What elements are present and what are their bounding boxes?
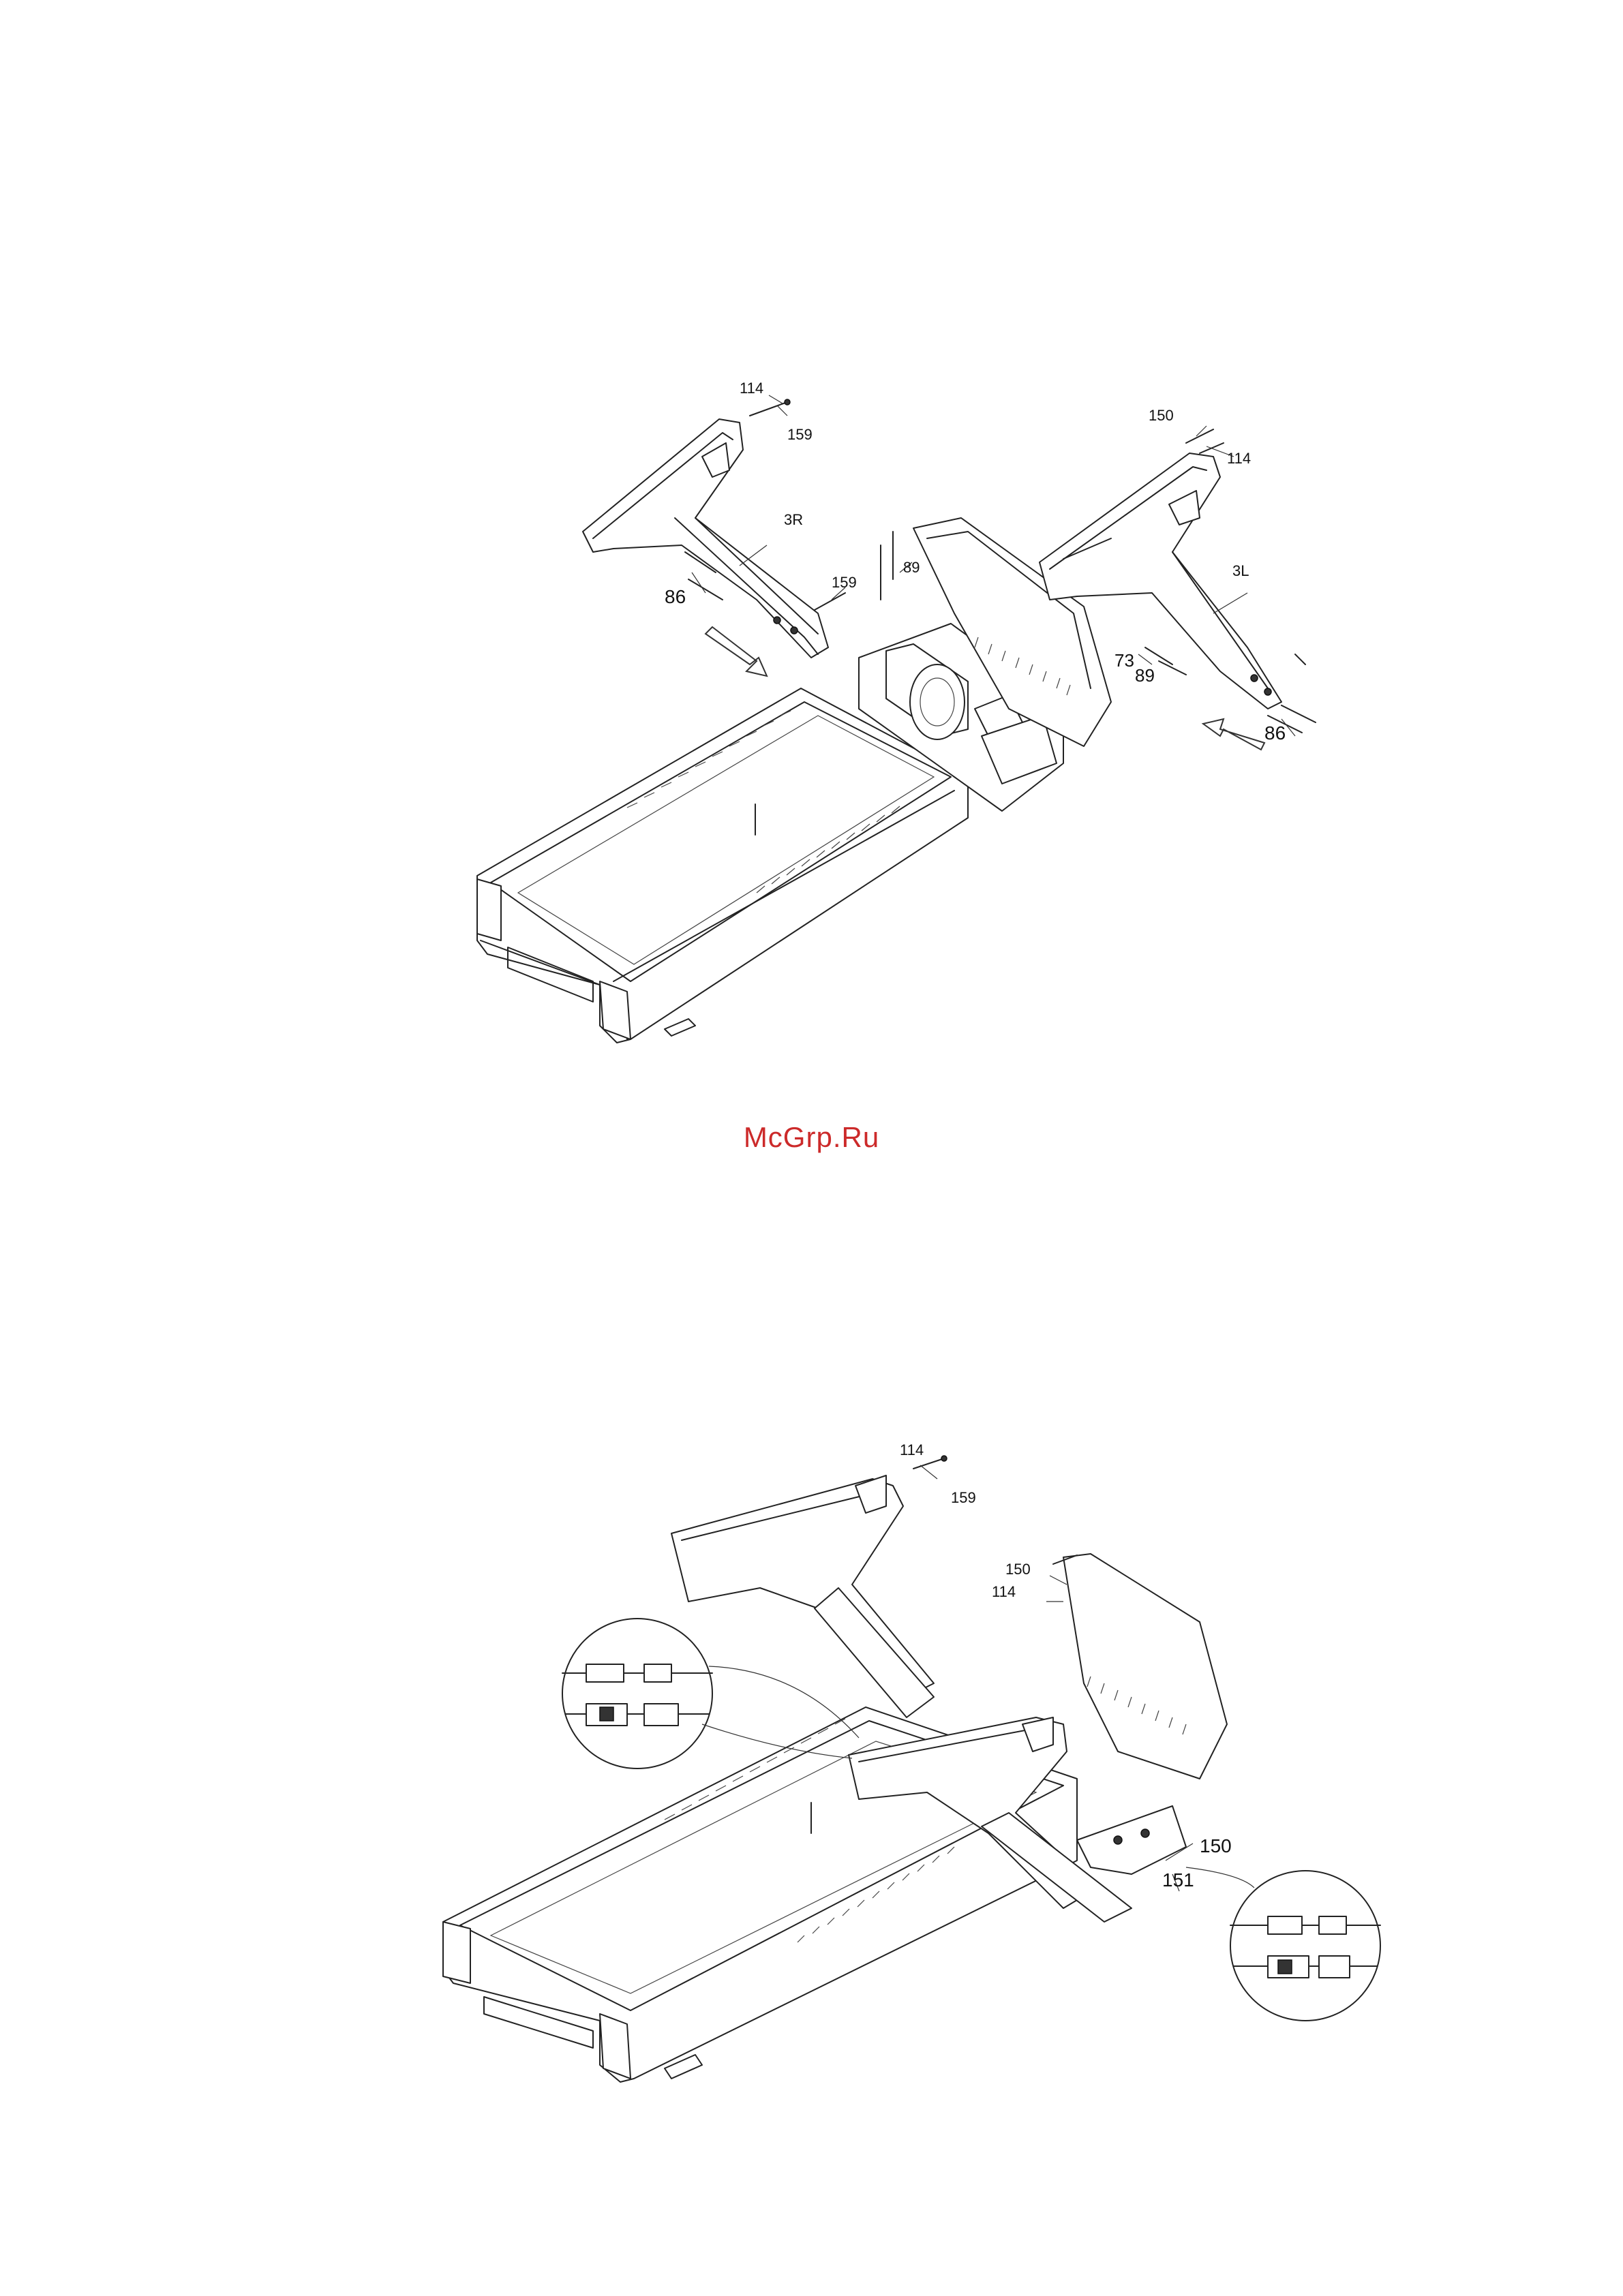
label-151: 151 xyxy=(1162,1869,1194,1891)
label-114-top: 114 xyxy=(900,1441,924,1458)
upright-installation-figure: 114 159 3R 86 159 89 150 114 3L 73 89 86 xyxy=(0,0,1623,1090)
connector-detail-lower xyxy=(1186,1867,1380,2021)
upright-installation-drawing: 114 159 3R 86 159 89 150 114 3L 73 89 86 xyxy=(0,0,1623,1090)
label-159-mid: 159 xyxy=(832,574,857,591)
label-73: 73 xyxy=(1114,650,1134,671)
label-3L: 3L xyxy=(1232,562,1249,579)
treadmill-base xyxy=(477,688,968,1043)
label-114-mid: 114 xyxy=(992,1583,1016,1600)
label-114-right: 114 xyxy=(740,380,763,397)
label-159-top: 159 xyxy=(951,1489,976,1506)
watermark-text: McGrp.Ru xyxy=(0,1121,1623,1154)
label-159-right: 159 xyxy=(787,426,813,443)
label-86-left: 86 xyxy=(1264,722,1286,744)
arrow-left-insert xyxy=(1203,719,1264,750)
label-114-left: 114 xyxy=(1227,450,1251,467)
cable-connection-drawing: 114 159 150 114 150 151 xyxy=(0,1397,1623,2147)
cable-connection-figure: 114 159 150 114 150 151 xyxy=(0,1397,1623,2147)
label-150: 150 xyxy=(1149,407,1174,424)
right-upright-3R xyxy=(583,419,828,658)
label-89-mid: 89 xyxy=(903,559,920,576)
arrow-right-insert xyxy=(706,627,767,676)
label-3R: 3R xyxy=(784,511,803,528)
label-89-left: 89 xyxy=(1135,665,1155,686)
label-150-top: 150 xyxy=(1005,1561,1031,1578)
label-86-right: 86 xyxy=(665,586,686,607)
label-150-side: 150 xyxy=(1200,1835,1232,1856)
